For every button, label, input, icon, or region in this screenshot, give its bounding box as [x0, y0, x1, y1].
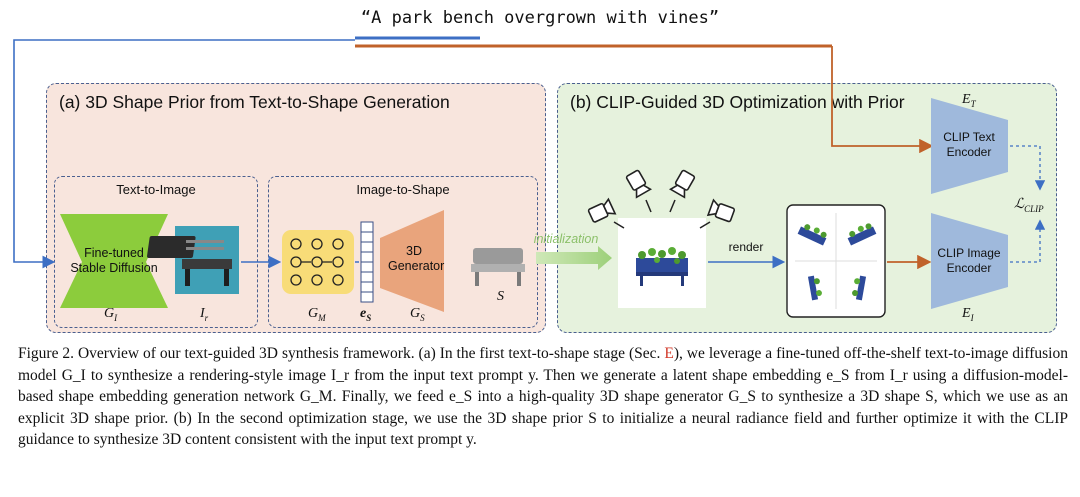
caption-lead: Figure 2. Overview of our text-guided 3D… — [18, 345, 665, 362]
generated-bench-image — [147, 226, 239, 294]
text-feature-to-loss — [1010, 145, 1046, 191]
text-encoder-symbol: ET — [962, 92, 976, 109]
text-to-image-title: Text-to-Image — [116, 182, 196, 197]
initialization-label: initialization — [533, 232, 599, 246]
embedding-network-dots — [290, 238, 344, 286]
diffusion-model-shape — [60, 214, 168, 308]
clip-loss-symbol: ℒCLIP — [1014, 197, 1044, 214]
panel-a-title: (a) 3D Shape Prior from Text-to-Shape Ge… — [59, 92, 450, 112]
clip-text-encoder-shape — [931, 98, 1008, 194]
pipeline-diagram: (a) 3D Shape Prior from Text-to-Shape Ge… — [13, 8, 1057, 333]
image-feature-to-loss — [1010, 219, 1046, 263]
3d-generator-shape — [380, 210, 444, 312]
image-encoder-symbol: EI — [962, 306, 974, 323]
camera-icons — [587, 169, 736, 223]
text-to-image-box: Text-to-Image — [54, 176, 258, 328]
image-symbol: Ir — [200, 306, 209, 323]
render-label: render — [728, 240, 764, 254]
prompt-to-diffusion-arrow — [13, 39, 355, 269]
prior-shape-bench — [471, 248, 525, 286]
prompt-to-text-encoder-arrow — [831, 46, 934, 154]
diagram-shapes — [13, 36, 1046, 318]
embedding-vector — [360, 221, 374, 303]
vine-bench-render — [636, 247, 688, 286]
clip-image-encoder-label: CLIP Image Encoder — [937, 246, 1001, 275]
camera-ray-arrows — [613, 199, 711, 229]
initialization-arrow — [536, 246, 612, 270]
diffusion-symbol: GI — [104, 306, 118, 323]
generator-symbol: GS — [410, 306, 425, 323]
clip-image-encoder-shape — [931, 213, 1008, 309]
panel-b-title: (b) CLIP-Guided 3D Optimization with Pri… — [570, 92, 905, 112]
caption-section-ref[interactable]: E — [664, 345, 674, 362]
embedding-symbol: eS — [360, 306, 372, 323]
shape-symbol: S — [497, 289, 504, 304]
3d-generator-label: 3D Generator — [388, 244, 445, 273]
image-to-shape-title: Image-to-Shape — [356, 182, 450, 197]
caption-body: ), we leverage a fine-tuned off-the-shel… — [18, 345, 1068, 448]
embedding-network-symbol: GM — [308, 306, 326, 323]
input-prompt: “A park bench overgrown with vines” — [360, 8, 720, 28]
diffusion-model-label: Fine-tuned Stable Diffusion — [70, 246, 158, 275]
rendered-view-thumbnails — [797, 223, 877, 301]
clip-text-encoder-label: CLIP Text Encoder — [943, 130, 995, 159]
figure-caption: Figure 2. Overview of our text-guided 3D… — [18, 343, 1068, 451]
